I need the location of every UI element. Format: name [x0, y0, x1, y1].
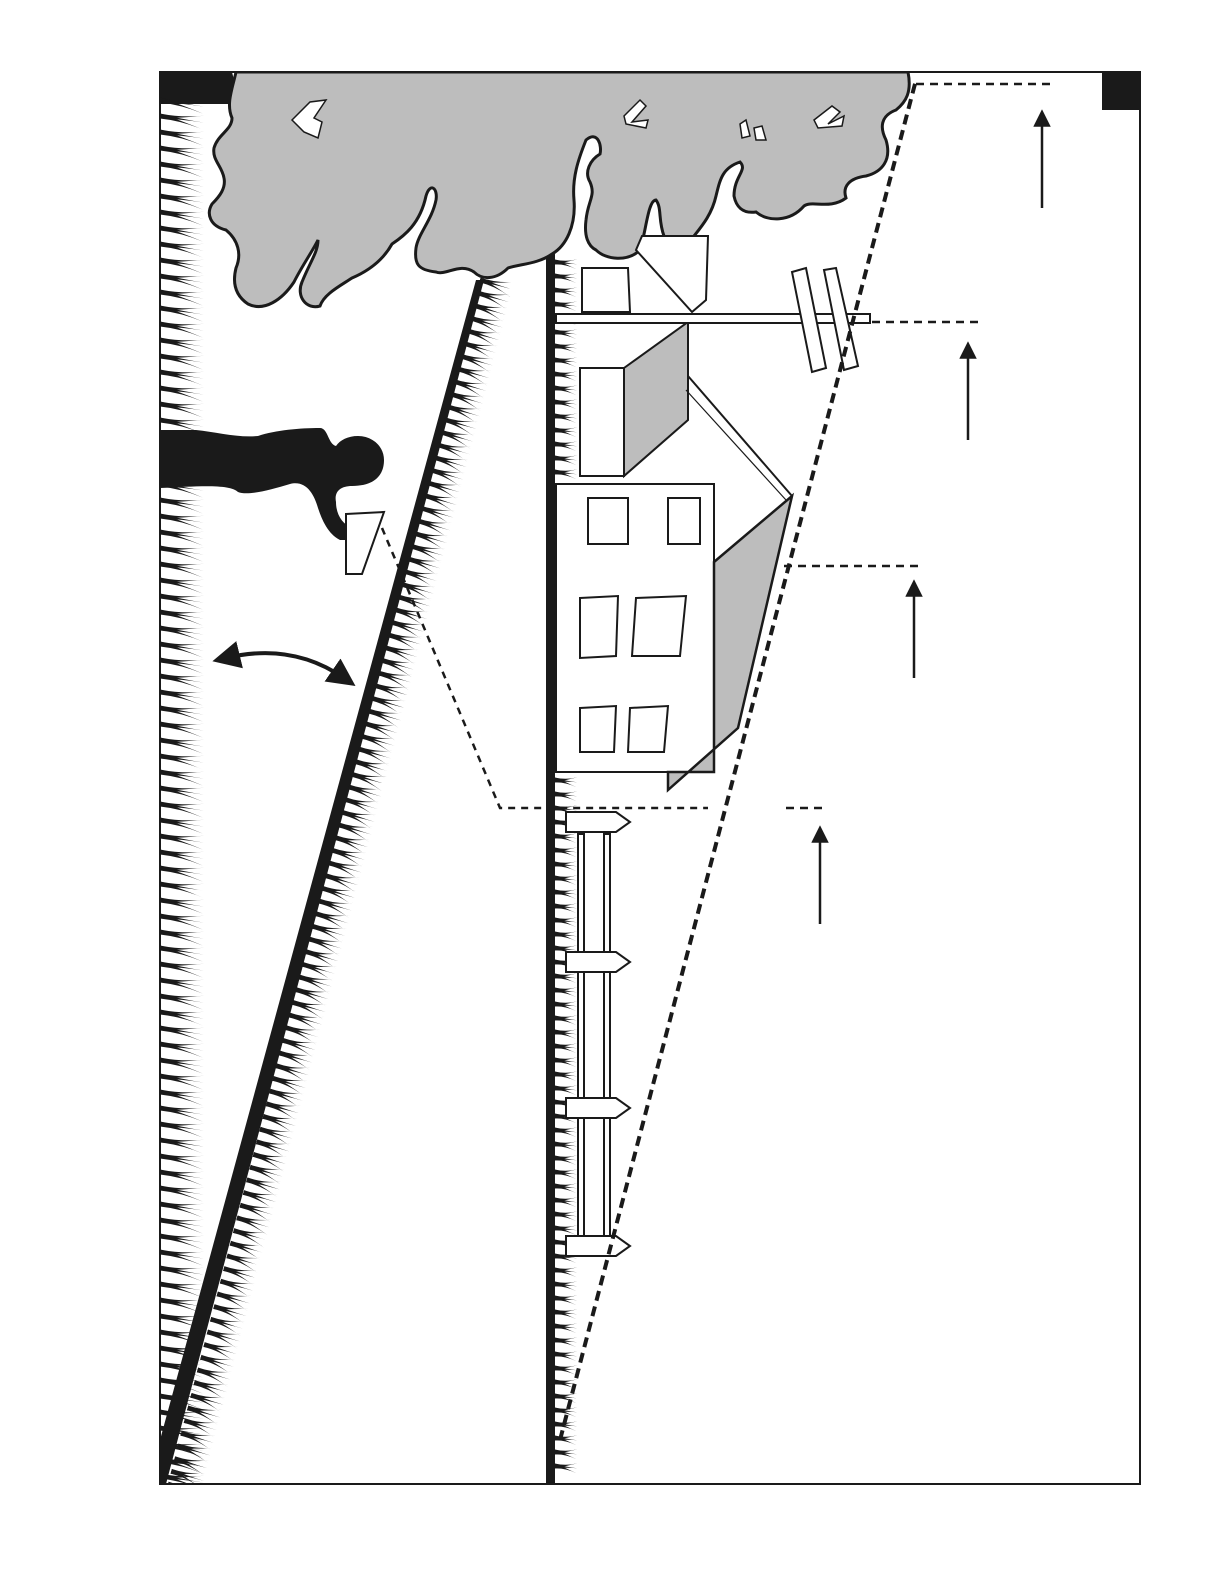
- registration-mark-top-left: [160, 72, 240, 104]
- registration-mark-top-right: [1102, 72, 1140, 110]
- fence-picket: [566, 1236, 630, 1256]
- fence-picket: [566, 952, 630, 972]
- chimney: [580, 368, 624, 476]
- fence-picket: [566, 812, 630, 832]
- fence-picket: [566, 1098, 630, 1118]
